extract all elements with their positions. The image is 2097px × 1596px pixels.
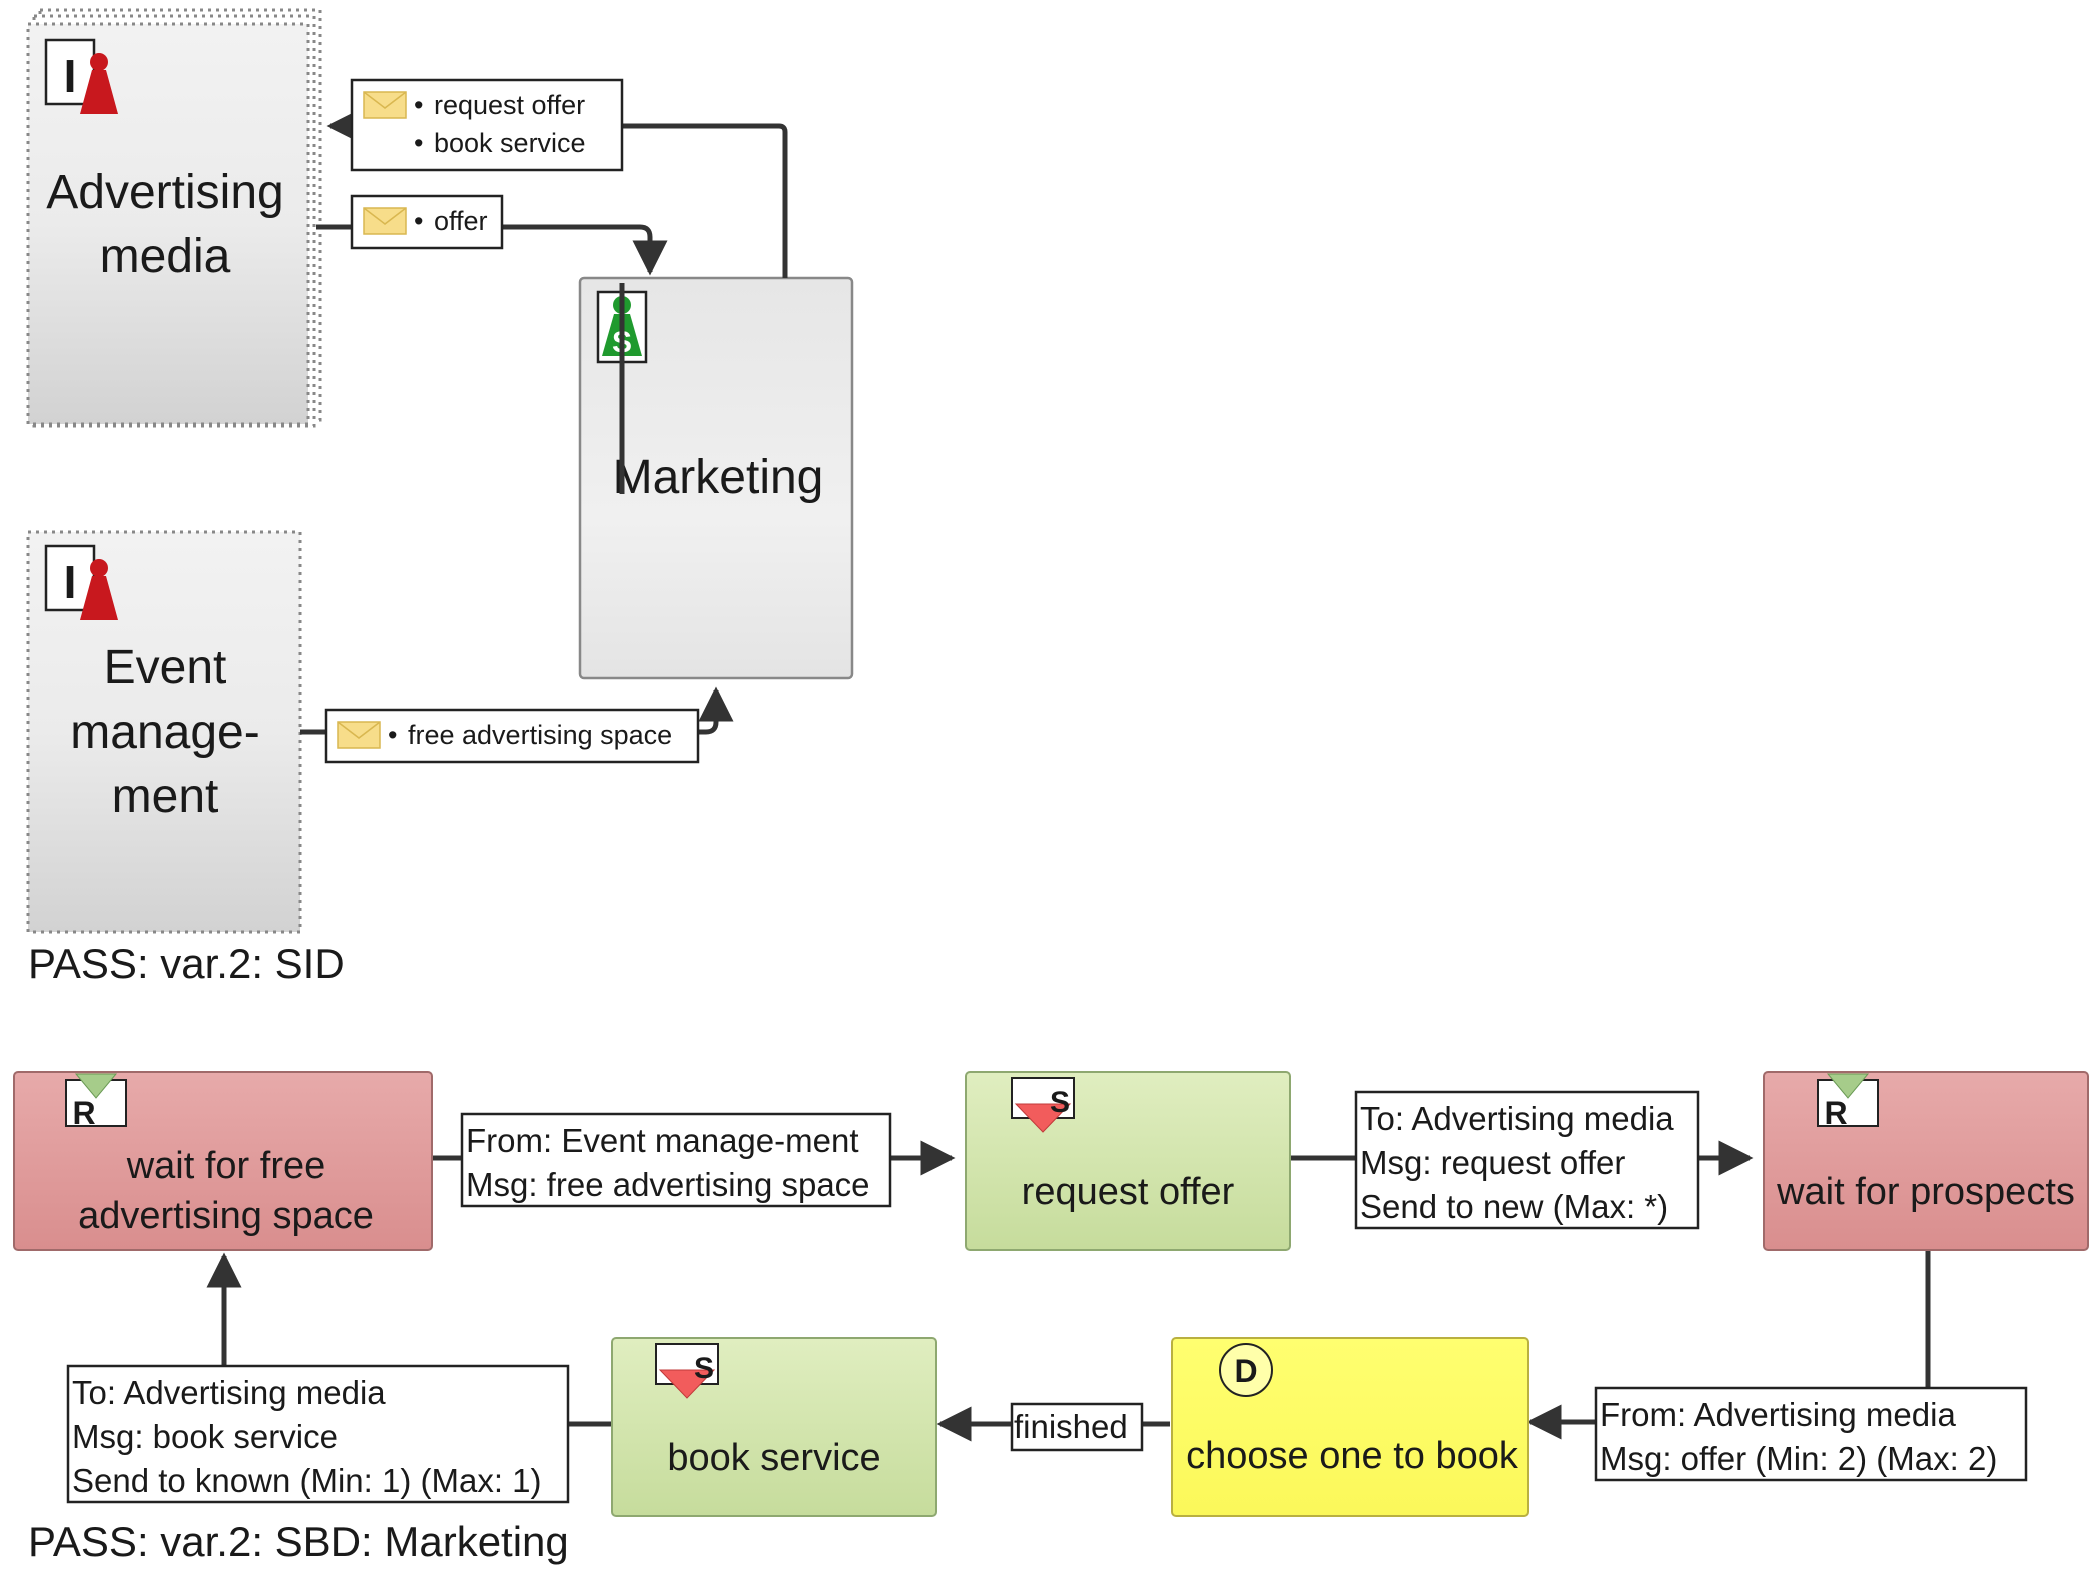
envelope-icon	[363, 91, 407, 119]
sid-caption: PASS: var.2: SID	[28, 940, 345, 987]
envelope-icon	[337, 721, 381, 749]
subject-label-line-1: Event	[104, 641, 227, 694]
transition-label-finished[interactable]: finished	[1010, 1402, 1144, 1452]
state-wait-for-free-advertising-space[interactable]: R wait for free advertising space	[13, 1071, 433, 1251]
subject-label-line-2: media	[100, 230, 231, 283]
svg-text:R: R	[72, 1095, 95, 1131]
message-label-from-advertising[interactable]: • offer	[350, 194, 504, 250]
sbd-caption: PASS: var.2: SBD: Marketing	[28, 1518, 569, 1565]
receive-state-icon: R	[65, 1073, 127, 1131]
transition-line: Msg: request offer	[1360, 1144, 1625, 1181]
bullet: •	[388, 720, 397, 750]
do-state-icon: D	[1219, 1343, 1273, 1397]
subject-label-line-3: ment	[112, 770, 219, 823]
subject-event-management[interactable]: I Event manage- ment	[26, 530, 302, 934]
send-state-icon: S	[1011, 1077, 1075, 1133]
svg-text:S: S	[1050, 1086, 1070, 1119]
svg-text:S: S	[694, 1352, 714, 1385]
transition-line: finished	[1014, 1408, 1128, 1445]
transition-line: Send to known (Min: 1) (Max: 1)	[72, 1462, 542, 1499]
state-label: book service	[667, 1437, 880, 1479]
state-choose-one-to-book[interactable]: D choose one to book	[1171, 1337, 1529, 1517]
transition-line: Msg: book service	[72, 1418, 338, 1455]
transition-line: Msg: offer (Min: 2) (Max: 2)	[1600, 1440, 1997, 1477]
message-connector	[300, 686, 734, 735]
message-name: free advertising space	[408, 720, 672, 750]
transition-line: From: Advertising media	[1600, 1396, 1956, 1433]
transition-line: To: Advertising media	[1360, 1100, 1674, 1137]
message-name: offer	[434, 206, 488, 236]
state-label-line-1: wait for free	[126, 1145, 326, 1187]
interface-subject-icon: I	[44, 38, 118, 114]
state-label-line-2: advertising space	[78, 1195, 374, 1237]
transition-line: To: Advertising media	[72, 1374, 386, 1411]
transition-line: From: Event manage-ment	[466, 1122, 859, 1159]
svg-text:R: R	[1824, 1095, 1847, 1131]
subject-label-line-2: manage-	[70, 706, 259, 759]
state-label: request offer	[1022, 1171, 1235, 1213]
message-name: book service	[434, 128, 586, 158]
state-book-service[interactable]: S book service	[611, 1337, 937, 1517]
transition-label-receive-offer[interactable]: From: Advertising media Msg: offer (Min:…	[1594, 1386, 2028, 1482]
svg-text:I: I	[64, 556, 77, 608]
state-request-offer[interactable]: S request offer	[965, 1071, 1291, 1251]
message-name: request offer	[434, 90, 585, 120]
transition-label-send-book-service[interactable]: To: Advertising media Msg: book service …	[66, 1364, 570, 1504]
subject-advertising-media[interactable]: I Advertising media	[26, 8, 322, 428]
bullet: •	[414, 206, 423, 236]
svg-text:D: D	[1234, 1353, 1257, 1389]
message-connector	[316, 224, 668, 276]
message-connector	[326, 108, 788, 278]
send-state-icon: S	[655, 1343, 719, 1399]
transition-label-send-request-offer[interactable]: To: Advertising media Msg: request offer…	[1354, 1090, 1700, 1230]
subject-marketing[interactable]: S Marketing	[578, 276, 854, 680]
svg-text:I: I	[64, 50, 77, 102]
message-label-to-advertising[interactable]: • request offer • book service	[350, 78, 624, 172]
transition-label-receive-free-space[interactable]: From: Event manage-ment Msg: free advert…	[460, 1112, 892, 1208]
bullet: •	[414, 128, 423, 158]
state-label: wait for prospects	[1776, 1171, 2075, 1213]
bullet: •	[414, 90, 423, 120]
receive-state-icon: R	[1817, 1073, 1879, 1131]
transition-line: Msg: free advertising space	[466, 1166, 870, 1203]
state-wait-for-prospects[interactable]: R wait for prospects	[1763, 1071, 2089, 1251]
subject-label: Marketing	[613, 451, 824, 504]
envelope-icon	[363, 207, 407, 235]
message-label-from-event[interactable]: • free advertising space	[324, 708, 700, 764]
interface-subject-icon: I	[44, 544, 118, 620]
state-label: choose one to book	[1186, 1435, 1519, 1477]
transition-line: Send to new (Max: *)	[1360, 1188, 1668, 1225]
subject-label-line-1: Advertising	[46, 166, 283, 219]
